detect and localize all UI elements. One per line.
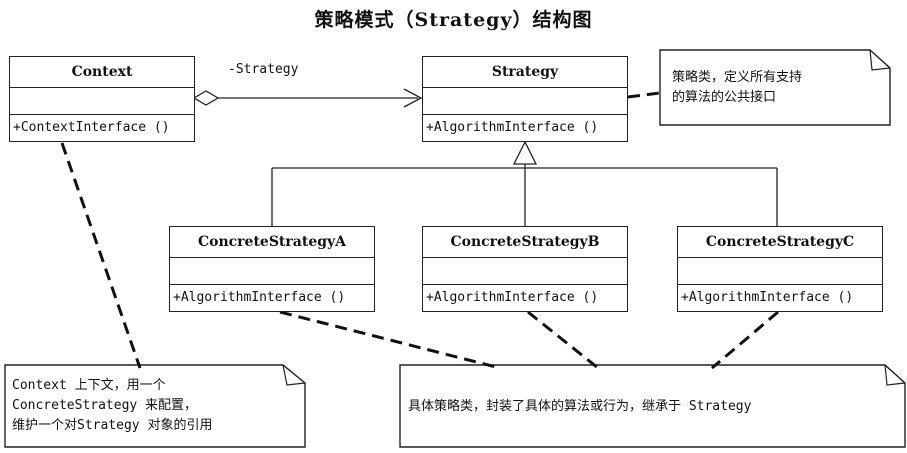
diagram-title: 策略模式（Strategy）结构图 — [314, 9, 593, 31]
class-concrete-strategy-a: ConcreteStrategyA +AlgorithmInterface () — [169, 226, 375, 312]
class-concrete-a-attributes — [170, 258, 374, 285]
class-concrete-b-operation: +AlgorithmInterface () — [426, 290, 599, 305]
note-strategy-text: 策略类，定义所有支持 的算法的公共接口 — [672, 68, 802, 108]
note-context-shape — [4, 364, 306, 448]
class-strategy-name: Strategy — [423, 57, 627, 88]
class-concrete-c-attributes — [678, 258, 882, 285]
note-strategy-line: 的算法的公共接口 — [672, 90, 777, 105]
note-context-line: 维护一个对Strategy 对象的引用 — [12, 418, 213, 433]
class-context-attributes — [10, 88, 194, 115]
note-strategy-line: 策略类，定义所有支持 — [672, 70, 803, 85]
class-concrete-c-operation: +AlgorithmInterface () — [681, 290, 854, 305]
class-strategy-attributes — [423, 88, 627, 115]
class-concrete-strategy-c: ConcreteStrategyC +AlgorithmInterface () — [677, 226, 883, 312]
note-context-line: ConcreteStrategy 来配置， — [12, 398, 198, 413]
note-context-text: Context 上下文，用一个 ConcreteStrategy 来配置， 维护… — [12, 376, 212, 436]
note-strategy-shape — [659, 49, 891, 126]
class-strategy-operation: +AlgorithmInterface () — [426, 120, 599, 135]
class-context-name: Context — [10, 57, 194, 88]
class-context: Context +ContextInterface () — [9, 56, 195, 142]
note-connectors — [60, 91, 779, 370]
association-role-label: -Strategy — [228, 62, 299, 77]
note-context-line: Context 上下文，用一个 — [12, 378, 166, 393]
aggregation-diamond — [192, 90, 220, 106]
class-concrete-strategy-b: ConcreteStrategyB +AlgorithmInterface () — [422, 226, 628, 312]
class-concrete-a-name: ConcreteStrategyA — [170, 227, 374, 258]
class-concrete-c-name: ConcreteStrategyC — [678, 227, 882, 258]
class-context-operation: +ContextInterface () — [13, 120, 170, 135]
class-concrete-b-name: ConcreteStrategyB — [423, 227, 627, 258]
generalization-lines — [271, 164, 778, 226]
note-concrete-text: 具体策略类，封装了具体的算法或行为，继承于 Strategy — [408, 397, 751, 417]
class-strategy: Strategy +AlgorithmInterface () — [422, 56, 628, 142]
class-concrete-a-operation: +AlgorithmInterface () — [173, 290, 346, 305]
association-arrowhead — [403, 88, 423, 108]
class-concrete-b-attributes — [423, 258, 627, 285]
note-concrete-shape — [399, 364, 906, 448]
inheritance-triangle — [512, 140, 538, 165]
note-concrete-line: 具体策略类，封装了具体的算法或行为，继承于 Strategy — [408, 399, 752, 414]
